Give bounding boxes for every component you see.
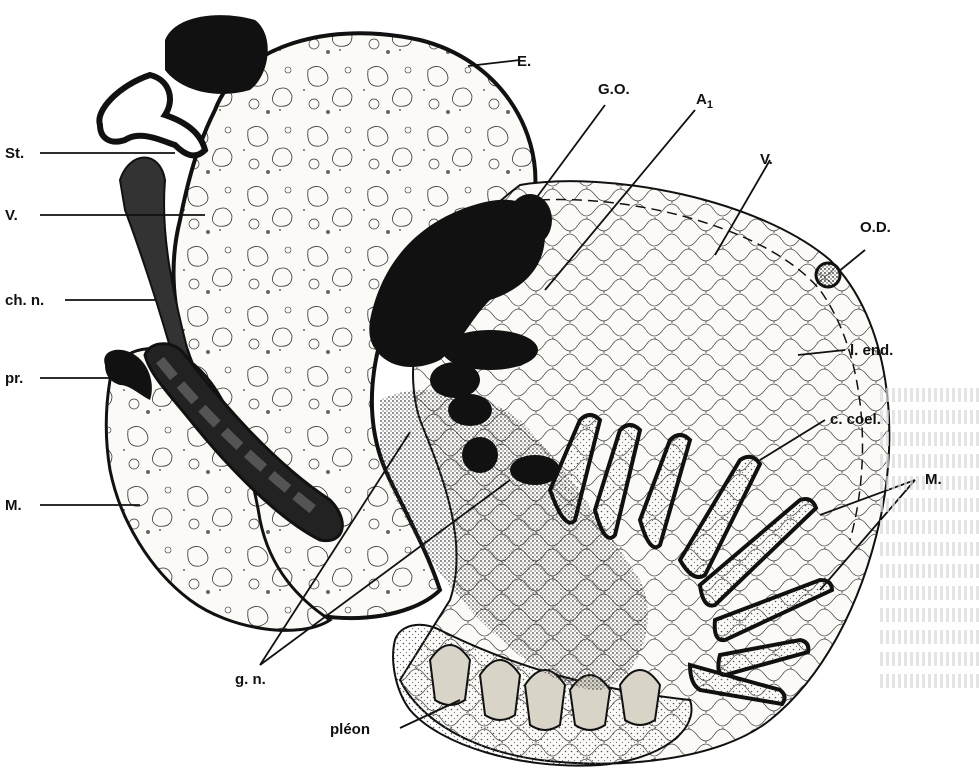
optic-ganglion xyxy=(508,194,552,246)
label-v-right: V. xyxy=(760,152,773,167)
label-chn: ch. n. xyxy=(5,293,44,308)
label-od: O.D. xyxy=(860,220,891,235)
od-organ xyxy=(816,263,840,287)
background-text-fragment xyxy=(880,380,979,750)
label-a1: A1 xyxy=(696,92,713,111)
label-pleon: pléon xyxy=(330,722,370,737)
top-dark-mass xyxy=(165,15,268,94)
label-a1-sub: 1 xyxy=(707,99,713,111)
label-gn: g. n. xyxy=(235,672,266,687)
label-e: E. xyxy=(517,54,531,69)
label-m-right: M. xyxy=(925,472,942,487)
label-a1-main: A xyxy=(696,91,707,108)
label-pr: pr. xyxy=(5,371,23,386)
label-lend: l. end. xyxy=(850,343,893,358)
label-m-left: M. xyxy=(5,498,22,513)
label-st: St. xyxy=(5,146,24,161)
label-ccoel: c. coel. xyxy=(830,412,881,427)
label-go: G.O. xyxy=(598,82,630,97)
label-v-left: V. xyxy=(5,208,18,223)
